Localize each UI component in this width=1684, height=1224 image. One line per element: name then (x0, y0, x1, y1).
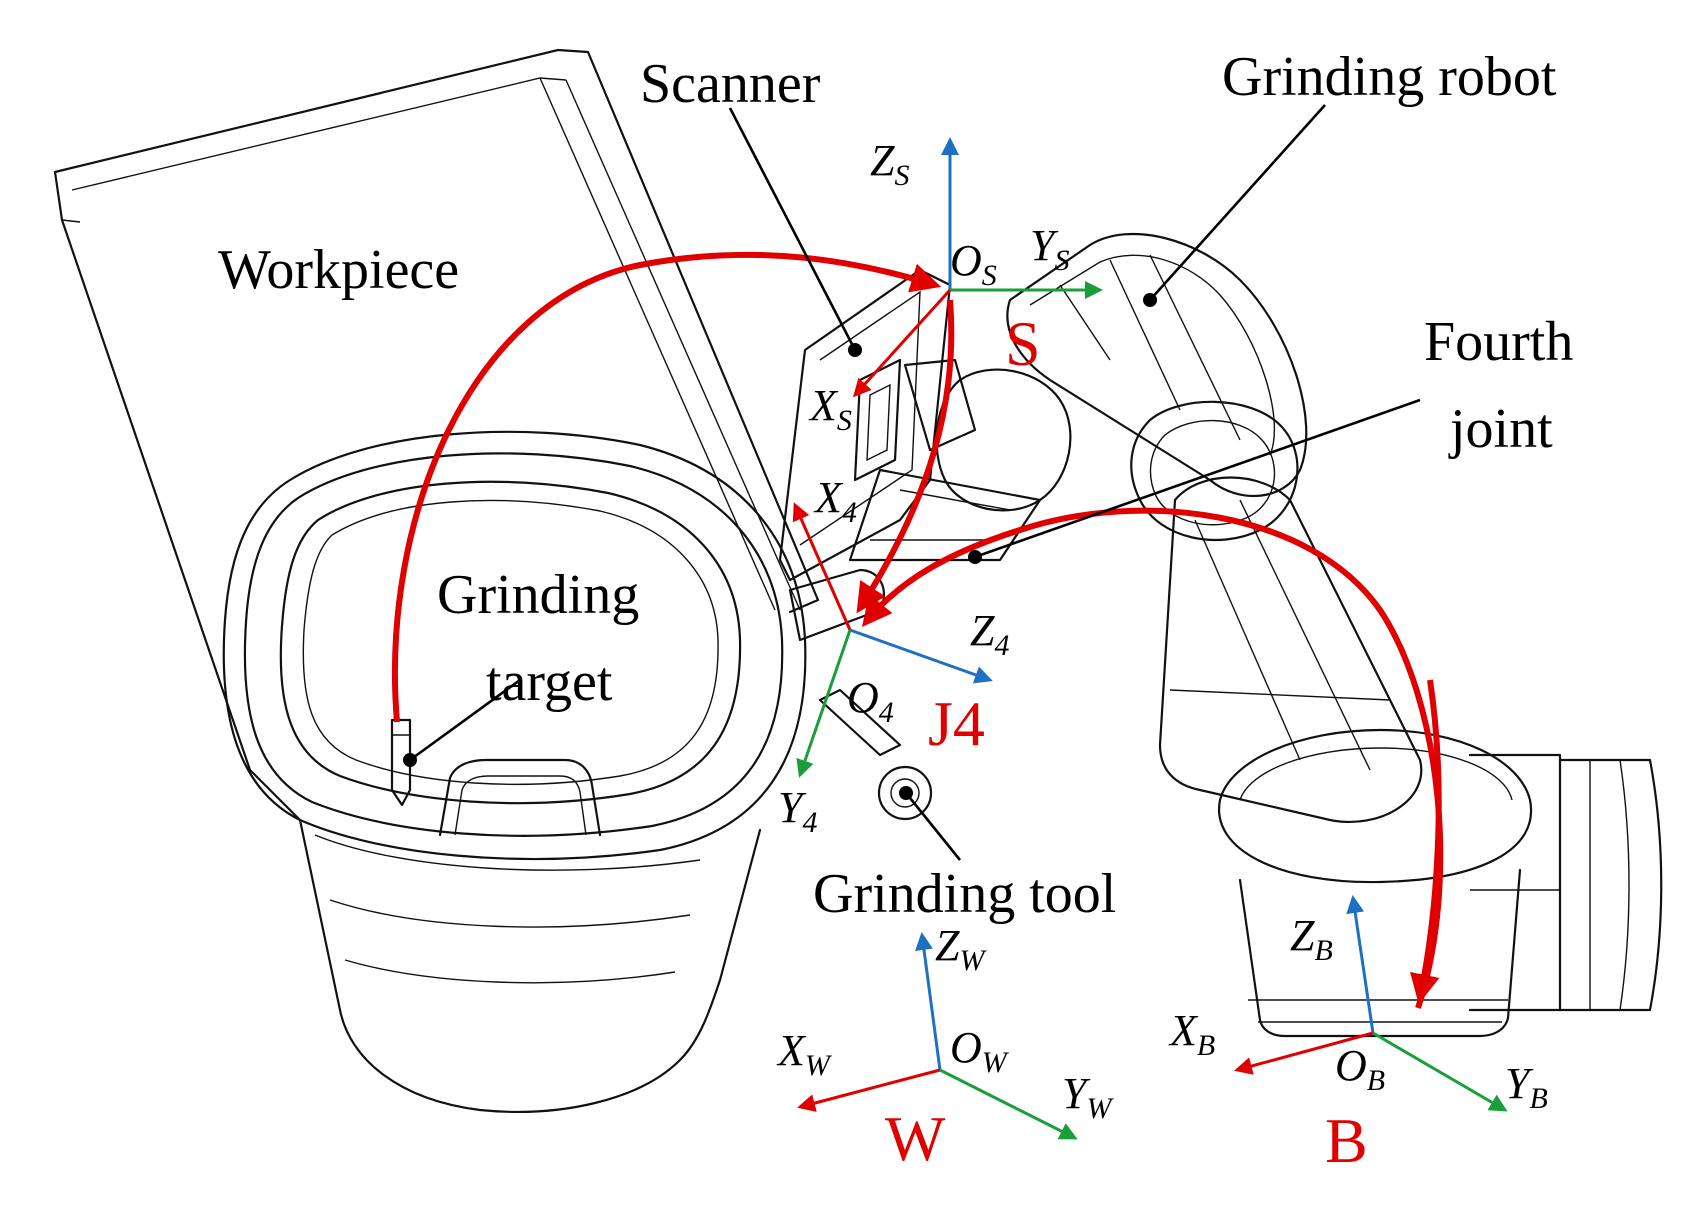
frame-b-x-label: XB (1168, 1006, 1215, 1062)
frame-j4-name: J4 (928, 688, 985, 759)
frame-s-y-label: YS (1030, 221, 1069, 277)
robot-drawing (778, 232, 1663, 1038)
frame-s-origin-label: OS (950, 236, 997, 292)
label-fourth-joint-line2: joint (1448, 398, 1553, 460)
frame-b-name: B (1325, 1105, 1368, 1176)
arc-target-to-scanner (391, 251, 942, 723)
label-scanner: Scanner (640, 53, 821, 115)
frame-s-name: S (1005, 308, 1041, 379)
workpiece-drawing (53, 48, 820, 1113)
frame-j4-x-label: X4 (813, 473, 857, 529)
frame-s-x-axis (852, 288, 952, 398)
frame-b-axes (1234, 895, 1508, 1112)
frame-j4-y-label: Y4 (778, 783, 817, 839)
frame-j4-z-label: Z4 (970, 606, 1009, 662)
arc-scanner-to-joint4 (856, 299, 955, 614)
frame-w-x-axis (797, 1068, 941, 1112)
frame-w-z-label: ZW (935, 921, 987, 977)
frame-j4-y-axis (796, 629, 852, 778)
frame-j4-z-axis (849, 628, 993, 684)
label-grinding-target-line2: target (486, 651, 613, 713)
frame-w-z-axis (915, 932, 942, 1071)
frame-s-x-label: XS (808, 381, 852, 437)
frame-b-x-axis (1234, 1031, 1374, 1075)
frame-b-y-label: YB (1505, 1059, 1548, 1115)
frame-b-z-label: ZB (1290, 911, 1333, 967)
label-fourth-joint-line1: Fourth (1424, 311, 1573, 373)
frame-j4-axes (792, 502, 993, 778)
frame-w-y-label: YW (1062, 1069, 1114, 1125)
axis-labels: ZS OS YS XS X4 Z4 O4 Y4 ZW XW OW YW ZB X… (776, 136, 1548, 1125)
frame-j4-x-axis (792, 502, 852, 631)
frame-w-name: W (885, 1103, 946, 1174)
frame-b-z-axis (1346, 895, 1375, 1034)
frame-w-origin-label: OW (950, 1023, 1010, 1079)
label-grinding-tool: Grinding tool (813, 863, 1116, 925)
frame-b-origin-label: OB (1335, 1041, 1385, 1097)
frame-names: S J4 W B (885, 308, 1368, 1176)
frame-w-axes (797, 932, 1078, 1140)
frame-s-z-label: ZS (870, 136, 909, 192)
label-grinding-robot: Grinding robot (1222, 46, 1557, 108)
label-grinding-target-line1: Grinding (437, 564, 639, 626)
frame-s-axes (852, 137, 1103, 398)
component-labels: Workpiece Scanner Grinding robot Fourth … (218, 46, 1573, 925)
frame-b-y-axis (1372, 1031, 1508, 1112)
frame-w-y-axis (939, 1068, 1078, 1140)
frame-j4-origin-label: O4 (847, 673, 894, 729)
leader-lines (403, 104, 1421, 861)
transform-arcs (391, 251, 1444, 1009)
frame-w-x-label: XW (776, 1026, 833, 1082)
label-workpiece: Workpiece (218, 239, 459, 301)
arc-base-end (1410, 679, 1442, 1005)
